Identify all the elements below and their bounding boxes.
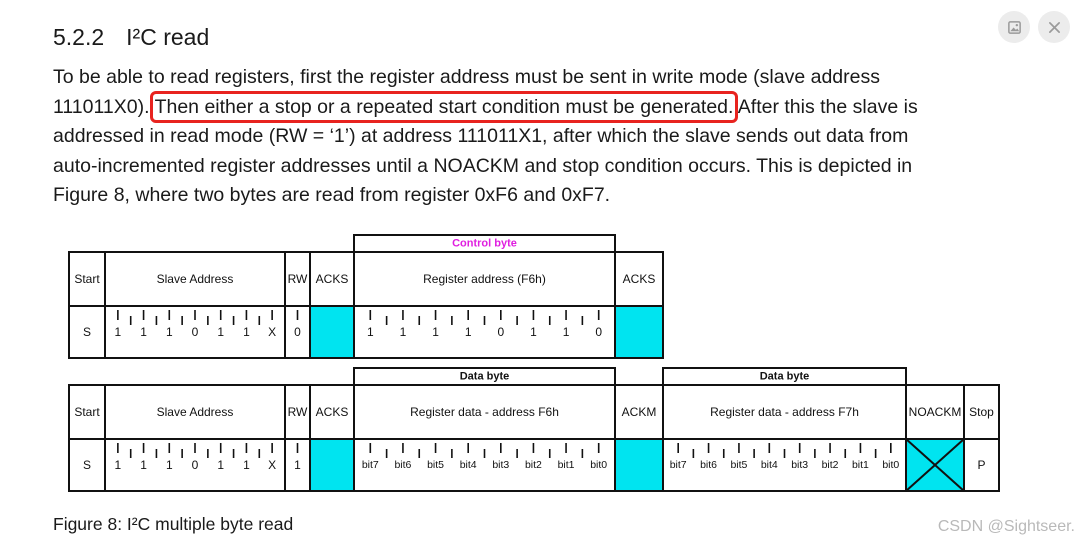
- data-bit: bit1: [558, 459, 575, 471]
- data-bit: bit6: [394, 459, 411, 471]
- close-button[interactable]: [1038, 11, 1070, 43]
- header-rw: RW: [288, 272, 308, 286]
- address-bit: X: [268, 458, 276, 472]
- address-bit: 1: [217, 458, 224, 472]
- section-title: I²C read: [126, 24, 210, 50]
- start-symbol: S: [83, 458, 91, 472]
- close-icon: [1048, 21, 1060, 33]
- paragraph-line-2-end: After this the slave is: [733, 95, 918, 118]
- address-bit: 1: [166, 325, 173, 339]
- header-stop: Stop: [969, 405, 994, 419]
- data-bit: bit1: [852, 459, 869, 471]
- address-bit: X: [268, 325, 276, 339]
- data-bit: bit5: [730, 459, 747, 471]
- data-bit: bit3: [492, 459, 509, 471]
- data-bit: bit2: [525, 459, 542, 471]
- address-bit: 1: [140, 325, 147, 339]
- address-bit: 1: [115, 458, 122, 472]
- highlighted-sentence: Then either a stop or a repeated start c…: [149, 90, 739, 123]
- header-register-data-f6: Register data - address F6h: [410, 405, 559, 419]
- data-bit: bit2: [822, 459, 839, 471]
- header-acks: ACKS: [623, 272, 656, 286]
- ack-fill: [615, 439, 663, 491]
- address-bit: 1: [217, 325, 224, 339]
- section-number: 5.2.2: [53, 24, 105, 50]
- data-bit: bit4: [460, 459, 477, 471]
- data-bit: bit0: [882, 459, 899, 471]
- data-byte-label: Data byte: [760, 371, 810, 383]
- header-register-address: Register address (F6h): [423, 272, 546, 286]
- header-register-data-f7: Register data - address F7h: [710, 405, 859, 419]
- section-heading: 5.2.2 I²C read: [53, 24, 209, 51]
- header-start: Start: [74, 272, 100, 286]
- paragraph-line-2-start: 111011X0).: [53, 95, 150, 118]
- header-ackm: ACKM: [622, 405, 657, 419]
- data-bit: bit7: [670, 459, 687, 471]
- address-bit: 1: [243, 458, 250, 472]
- address-bit: 1: [115, 325, 122, 339]
- address-bit: 0: [192, 325, 199, 339]
- header-noackm: NOACKM: [909, 405, 962, 419]
- body-paragraph: To be able to read registers, first the …: [53, 63, 1063, 211]
- header-slave-address: Slave Address: [157, 405, 234, 419]
- stop-symbol: P: [977, 458, 985, 472]
- paragraph-line-1: To be able to read registers, first the …: [53, 66, 880, 88]
- register-bit: 1: [432, 325, 439, 339]
- address-bit: 0: [192, 458, 199, 472]
- figure-caption: Figure 8: I²C multiple byte read: [53, 514, 294, 534]
- address-bit: 1: [243, 325, 250, 339]
- register-bit: 1: [400, 325, 407, 339]
- register-bit: 1: [563, 325, 570, 339]
- acks-fill: [615, 306, 663, 358]
- rw-bit: 1: [294, 458, 301, 472]
- control-byte-label: Control byte: [452, 238, 517, 250]
- paragraph-line-4: auto-incremented register addresses unti…: [53, 154, 913, 177]
- header-slave-address: Slave Address: [157, 272, 234, 286]
- address-bit: 1: [166, 458, 173, 472]
- register-bit: 1: [367, 325, 374, 339]
- data-byte-label: Data byte: [460, 371, 510, 383]
- data-bit: bit4: [761, 459, 778, 471]
- paragraph-line-5: Figure 8, where two bytes are read from …: [53, 184, 611, 206]
- data-bit: bit6: [700, 459, 717, 471]
- view-image-button[interactable]: [998, 11, 1030, 43]
- paragraph-line-2: 111011X0). Then either a stop or a repea…: [53, 90, 1063, 123]
- address-bit: 1: [140, 458, 147, 472]
- header-acks: ACKS: [316, 405, 349, 419]
- register-bit: 0: [497, 325, 504, 339]
- data-bit: bit3: [791, 459, 808, 471]
- header-start: Start: [74, 405, 100, 419]
- image-icon: [1007, 20, 1021, 34]
- data-bit: bit5: [427, 459, 444, 471]
- header-rw: RW: [288, 405, 308, 419]
- data-bit: bit7: [362, 459, 379, 471]
- header-acks: ACKS: [316, 272, 349, 286]
- watermark: CSDN @Sightseer.: [937, 518, 1075, 535]
- ack-fill: [310, 439, 354, 491]
- acks-fill: [310, 306, 354, 358]
- start-symbol: S: [83, 325, 91, 339]
- noackm-cross: [905, 438, 965, 492]
- register-bit: 0: [595, 325, 602, 339]
- data-bit: bit0: [590, 459, 607, 471]
- rw-bit: 0: [294, 325, 301, 339]
- paragraph-line-3: addressed in read mode (RW = ‘1’) at add…: [53, 125, 909, 147]
- register-bit: 1: [465, 325, 472, 339]
- register-bit: 1: [530, 325, 537, 339]
